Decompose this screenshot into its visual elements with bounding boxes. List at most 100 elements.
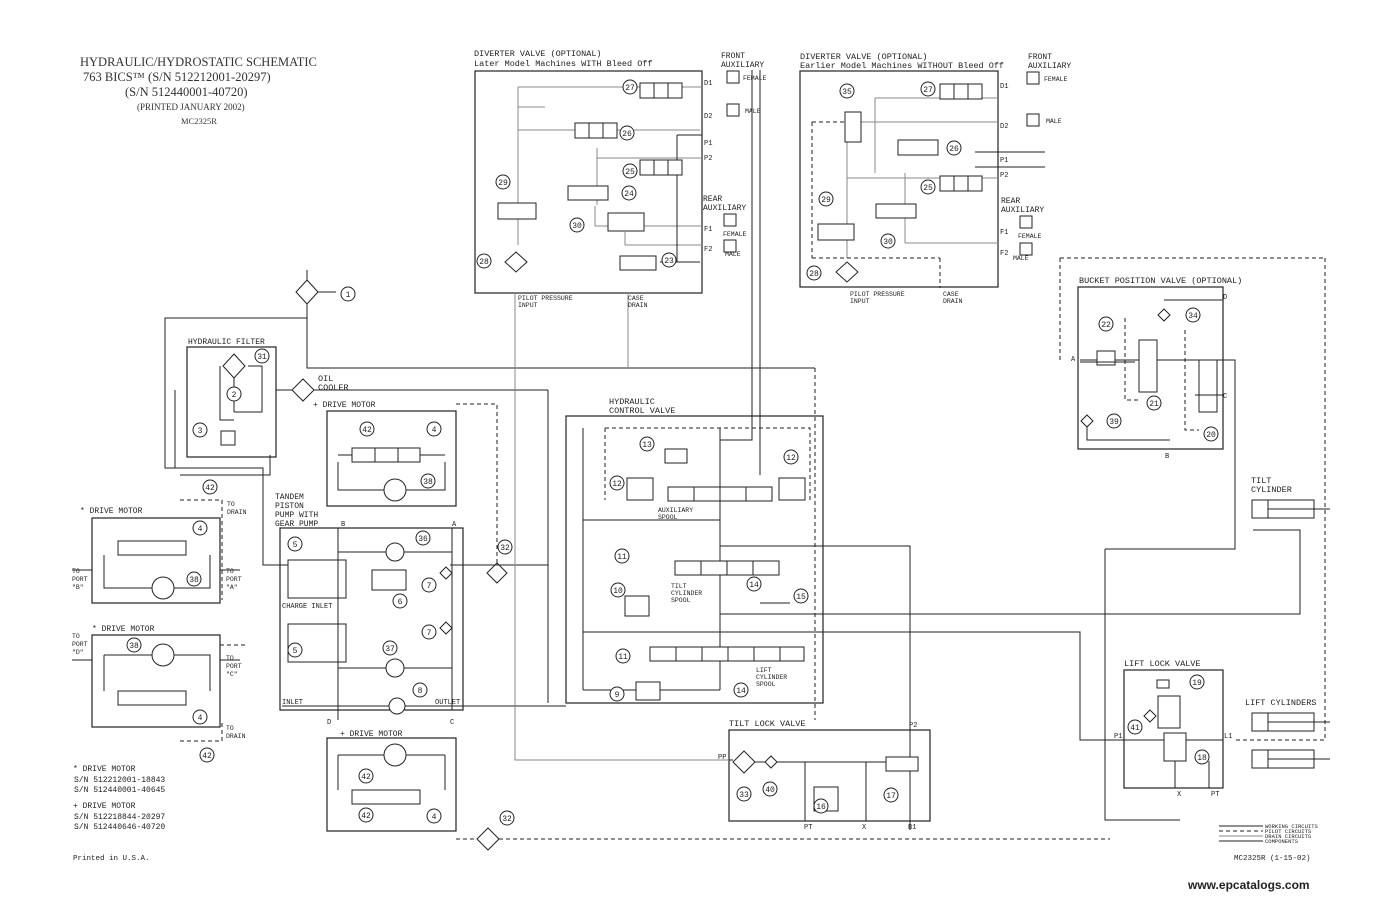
callout-circle	[615, 648, 631, 664]
svg-text:B: B	[1165, 453, 1169, 461]
title-block: HYDRAULIC/HYDROSTATIC SCHEMATIC 763 BICS…	[80, 55, 317, 126]
callout-number: 4	[198, 525, 203, 534]
footer-printed: Printed in U.S.A.	[73, 855, 150, 863]
svg-text:PP: PP	[718, 754, 726, 762]
coupler-male-rear-later	[723, 239, 737, 253]
port-p1-later: P1	[704, 140, 712, 148]
control-valve-pilot-12-left	[626, 477, 654, 501]
callout-number: 21	[1149, 400, 1159, 409]
lift-lock-button-19	[1156, 679, 1170, 689]
callout-circle	[340, 286, 356, 302]
callout-circle	[1106, 413, 1122, 429]
svg-text:PT: PT	[1211, 791, 1219, 799]
diverter-earlier-valve-26	[897, 139, 939, 156]
svg-text:PT: PT	[804, 824, 812, 832]
callout-number: 42	[205, 484, 215, 493]
tandem-pump-label-1: TANDEM	[275, 493, 304, 502]
diverter-earlier-frame	[799, 70, 999, 288]
drive-motor-left-bottom-frame	[91, 634, 221, 728]
coupler-male-front-earlier	[1026, 113, 1040, 127]
drive-motor-top-frame	[326, 410, 457, 507]
legend-components: COMPONENTS	[1265, 838, 1299, 845]
callout-38: 38	[186, 571, 202, 587]
callout-number: 38	[423, 478, 433, 487]
callout-number: 31	[257, 353, 267, 362]
svg-text:L1: L1	[1224, 733, 1232, 741]
callout-26: 26	[946, 140, 962, 156]
diverter-earlier-valve-35	[844, 111, 862, 143]
port-f1-later: F1	[704, 226, 712, 234]
to-port-d-1: TO	[72, 633, 80, 640]
callout-circle	[619, 125, 635, 141]
callout-15: 15	[793, 588, 809, 604]
footer: Printed in U.S.A. MC2325R (1-15-02) www.…	[73, 855, 1311, 892]
pilot-input-earlier-1: PILOT PRESSURE	[850, 291, 905, 298]
svg-text:C: C	[1223, 393, 1227, 401]
callout-14: 14	[746, 576, 762, 592]
note-plus-sn1: S/N 512218844-20297	[74, 813, 165, 822]
note-plus-sn2: S/N 512440646-40720	[74, 823, 165, 832]
callout-42: 42	[358, 807, 374, 823]
callout-number: 29	[821, 196, 831, 205]
callout-number: 27	[923, 86, 933, 95]
pilot-input-earlier-2: INPUT	[850, 298, 870, 305]
callout-circle	[946, 140, 962, 156]
callout-circle	[793, 588, 809, 604]
to-port-c-2: PORT	[226, 663, 242, 670]
callout-number: 15	[796, 593, 806, 602]
pump-control-valve	[371, 569, 407, 591]
pump-piston-bottom	[385, 658, 405, 678]
callout-7: 7	[421, 577, 437, 593]
oil-cooler-symbol	[291, 378, 315, 402]
lift-lock-check-41	[1143, 709, 1157, 723]
lift-lock-label: LIFT LOCK VALVE	[1124, 659, 1201, 669]
callout-26: 26	[619, 125, 635, 141]
notes-block: * DRIVE MOTOR S/N 512212001-18843 S/N 51…	[73, 765, 165, 832]
gear-pump	[388, 697, 406, 715]
diverter-later-working	[660, 134, 702, 263]
callout-38: 38	[420, 473, 436, 489]
control-valve-relief-9	[635, 681, 661, 701]
drive-motor-bottom-motor	[383, 743, 407, 767]
callout-number: 17	[886, 792, 896, 801]
front-aux-earlier-2: AUXILIARY	[1028, 62, 1071, 71]
callout-number: 11	[618, 653, 628, 662]
callout-number: 37	[385, 645, 395, 654]
to-port-d-2: PORT	[72, 641, 88, 648]
callout-25: 25	[622, 163, 638, 179]
tandem-pump: TANDEM PISTON PUMP WITH GEAR PUMP CHARGE…	[275, 493, 508, 727]
tilt-lock-frame	[728, 729, 931, 822]
callout-circle	[609, 686, 625, 702]
diverter-later-title: DIVERTER VALVE (OPTIONAL)	[474, 49, 602, 59]
tilt-lock-check-40	[764, 755, 778, 769]
callout-number: 41	[1130, 724, 1140, 733]
reservoir-main-line	[306, 318, 815, 369]
callout-circle	[1185, 307, 1201, 323]
coupler-female-front-earlier	[1026, 71, 1040, 85]
callout-number: 24	[624, 190, 634, 199]
to-port-b-1: TO	[72, 568, 80, 575]
callout-circle	[415, 530, 431, 546]
drive-motor-top-lines	[337, 454, 446, 491]
callout-16: 16	[813, 798, 829, 814]
to-port-a-3: "A"	[226, 584, 238, 591]
diverter-later-valve-30	[567, 185, 609, 201]
diverter-earlier-drain	[811, 121, 941, 288]
control-valve-frame	[565, 415, 824, 704]
callout-number: 16	[816, 803, 826, 812]
coupler-male-front-later	[726, 103, 740, 117]
control-valve-label-2: CONTROL VALVE	[609, 406, 675, 416]
to-port-b-2: PORT	[72, 576, 88, 583]
to-drain-bottom-2: DRAIN	[226, 733, 246, 740]
diverter-later-filter	[504, 251, 528, 273]
diverter-later-valve-23	[619, 255, 657, 271]
diverter-earlier-lines	[846, 97, 998, 258]
footer-code: MC2325R (1-15-02)	[1234, 855, 1311, 863]
callout-circle	[610, 582, 626, 598]
coupler-female-rear-later	[723, 213, 737, 227]
case-drain-earlier-2: DRAIN	[943, 298, 963, 305]
callout-circle	[661, 252, 677, 268]
drive-motor-left-top-valve	[117, 540, 187, 556]
port-f2-earlier: F2	[1000, 250, 1008, 258]
